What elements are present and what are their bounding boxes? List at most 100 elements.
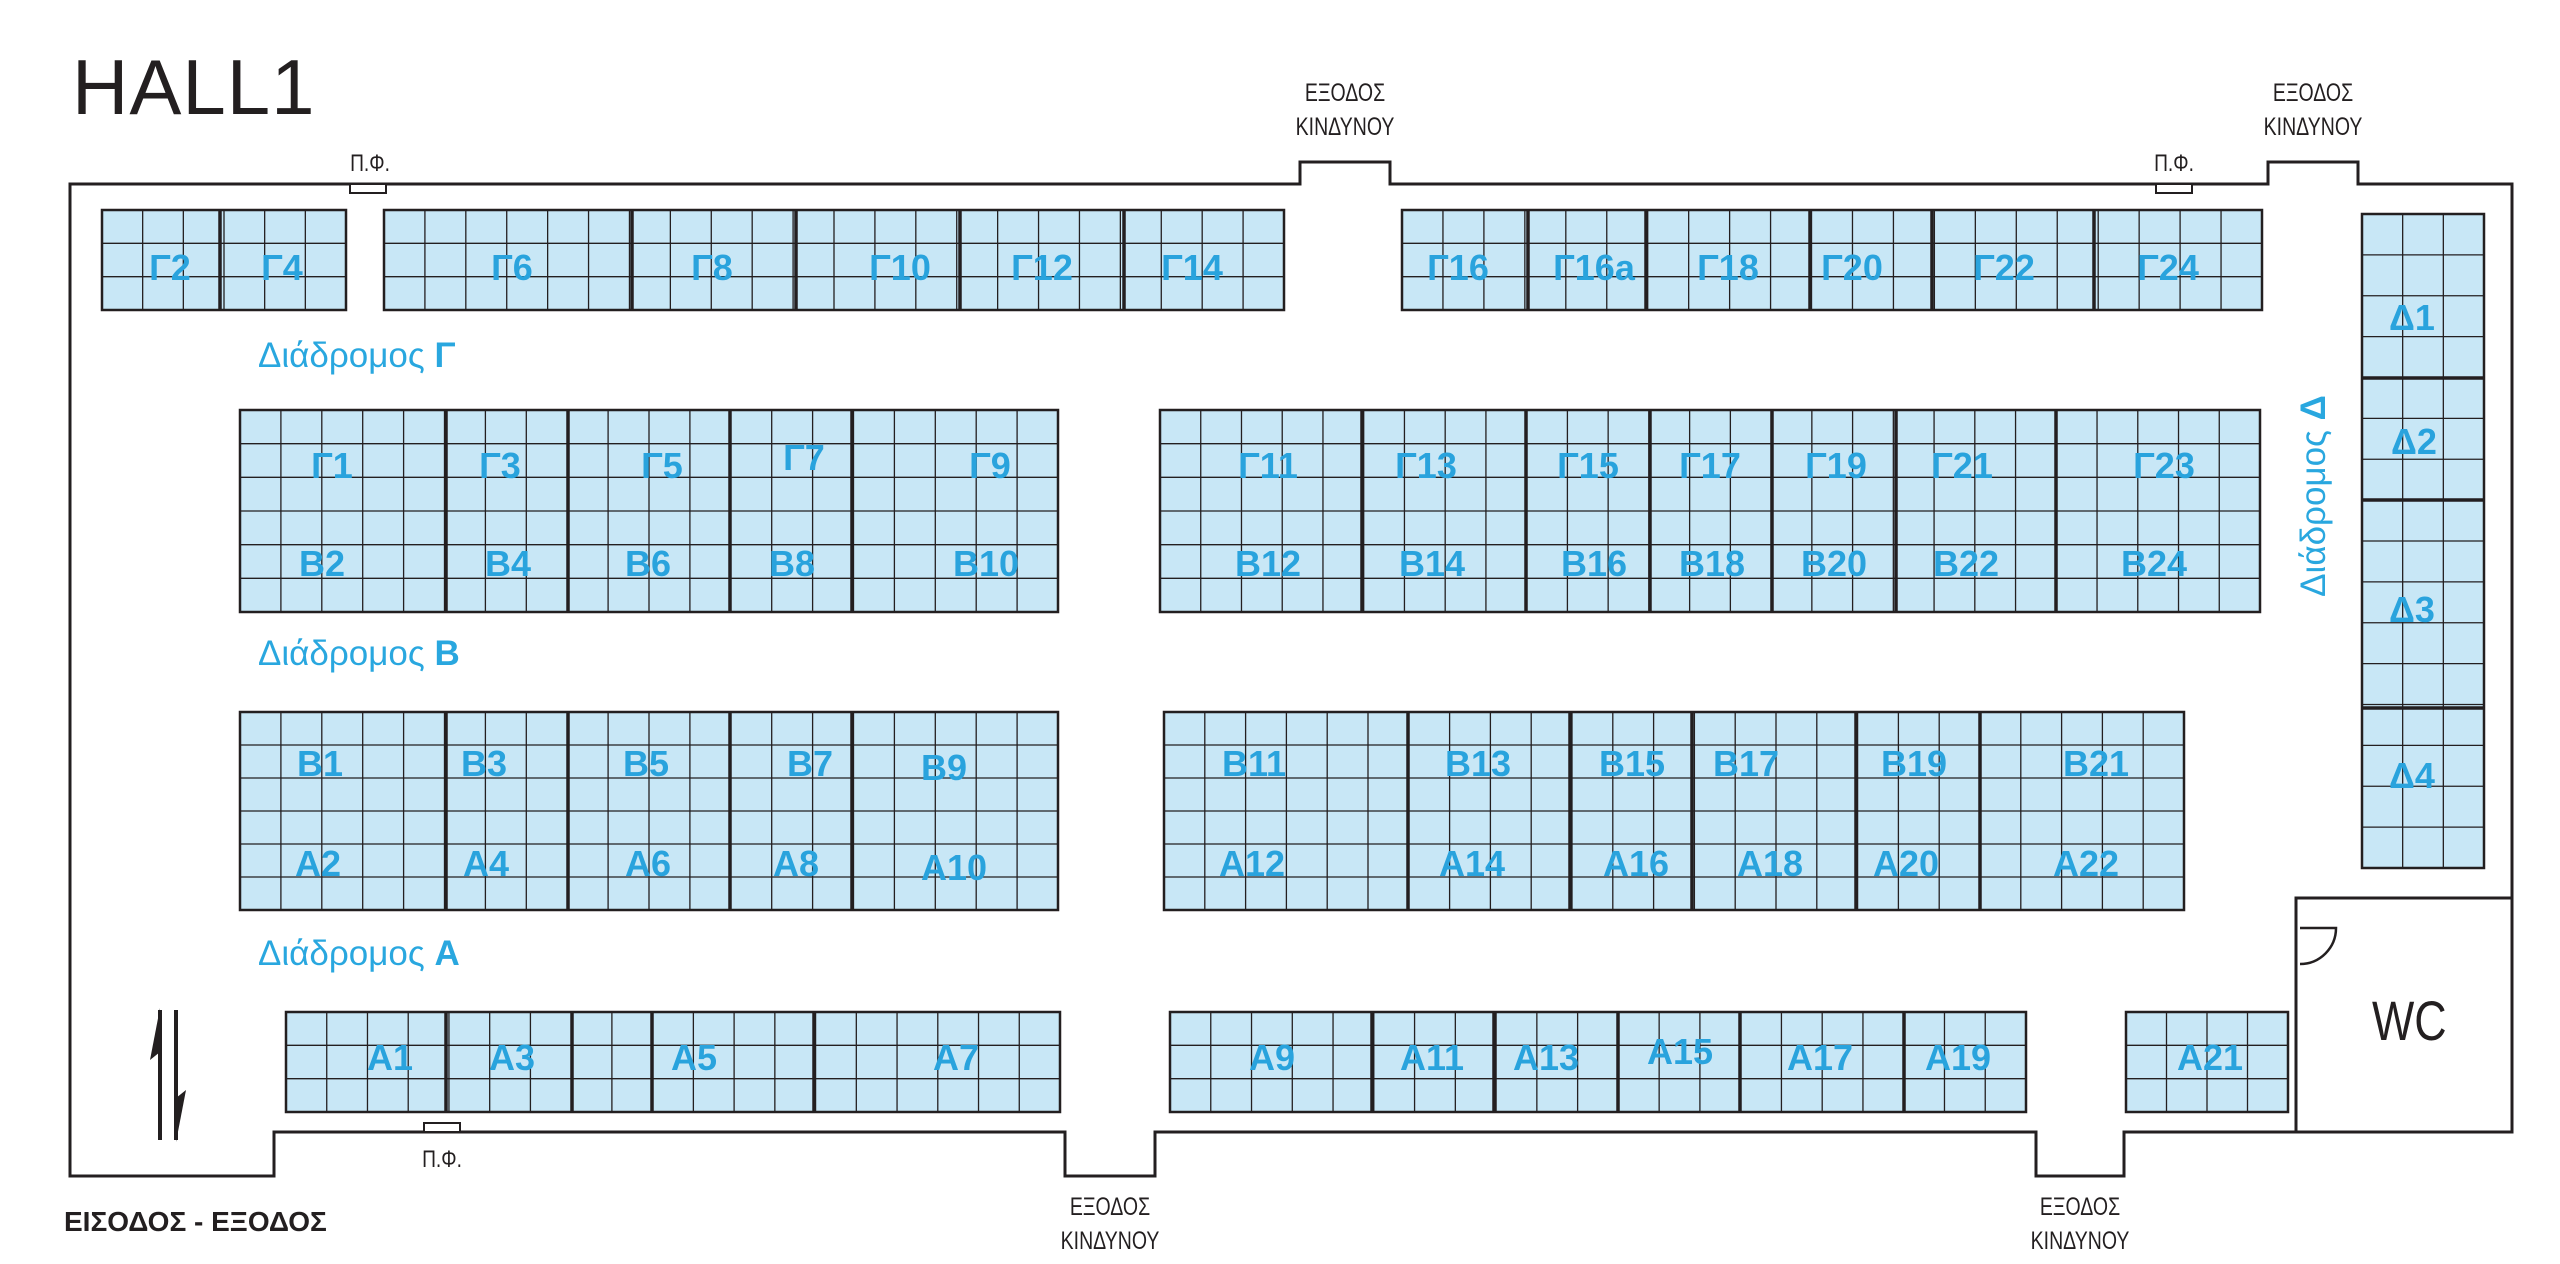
booth-label[interactable]: B22 bbox=[1932, 543, 2000, 584]
booth-label[interactable]: Γ23 bbox=[2133, 445, 2195, 486]
fire-extinguisher-label: Π.Φ. bbox=[2154, 150, 2194, 177]
booth-label[interactable]: Γ2 bbox=[149, 247, 191, 288]
booth-label[interactable]: Γ12 bbox=[1011, 247, 1073, 288]
corridor-label-d: Διάδρομος Δ bbox=[2294, 395, 2333, 597]
booth-label[interactable]: Γ11 bbox=[1238, 445, 1298, 486]
booth-label[interactable]: B1 bbox=[296, 743, 344, 784]
booth-label[interactable]: B16 bbox=[1560, 543, 1628, 584]
booth-label[interactable]: B3 bbox=[460, 743, 508, 784]
booth-label[interactable]: B11 bbox=[1221, 743, 1287, 784]
booth-label[interactable]: B14 bbox=[1398, 543, 1466, 584]
booth-label[interactable]: B9 bbox=[920, 747, 968, 788]
entrance-exit-label: ΕΙΣΟΔΟΣ - ΕΞΟΔΟΣ bbox=[64, 1206, 327, 1237]
booth-label[interactable]: B7 bbox=[786, 743, 834, 784]
booth-label[interactable]: B6 bbox=[624, 543, 672, 584]
booth-label[interactable]: B12 bbox=[1234, 543, 1302, 584]
booth-label[interactable]: Δ1 bbox=[2389, 297, 2435, 338]
booth-label[interactable]: Γ4 bbox=[261, 247, 303, 288]
booth-label[interactable]: Δ4 bbox=[2389, 755, 2435, 796]
booth-label[interactable]: A8 bbox=[772, 843, 820, 884]
fire-extinguisher-marker bbox=[349, 183, 387, 194]
booth-label[interactable]: A9 bbox=[1248, 1037, 1296, 1078]
booth-label[interactable]: A12 bbox=[1218, 843, 1286, 884]
booth-blocks bbox=[100, 208, 2486, 1114]
booth-label[interactable]: Γ5 bbox=[641, 445, 683, 486]
booth-label[interactable]: A16 bbox=[1602, 843, 1670, 884]
booth-label[interactable]: Γ3 bbox=[479, 445, 521, 486]
fire-extinguisher-marker bbox=[423, 1122, 461, 1133]
booth-label[interactable]: Γ16a bbox=[1553, 247, 1635, 288]
booth-label[interactable]: A14 bbox=[1438, 843, 1506, 884]
booth-label[interactable]: A11 bbox=[1399, 1037, 1465, 1078]
booth-label[interactable]: Γ10 bbox=[869, 247, 931, 288]
booth-label[interactable]: A4 bbox=[462, 843, 510, 884]
booth-label[interactable]: B2 bbox=[298, 543, 346, 584]
booth-label[interactable]: A19 bbox=[1924, 1037, 1992, 1078]
booth-label[interactable]: A18 bbox=[1736, 843, 1804, 884]
booth-label[interactable]: Γ18 bbox=[1697, 247, 1759, 288]
booth-label[interactable]: A2 bbox=[294, 843, 342, 884]
booth-label[interactable]: B10 bbox=[952, 543, 1020, 584]
booth-label[interactable]: Γ9 bbox=[969, 445, 1011, 486]
booth-label[interactable]: B8 bbox=[768, 543, 816, 584]
hall-outline bbox=[68, 160, 2514, 1178]
booth-label[interactable]: Γ21 bbox=[1931, 445, 1993, 486]
booth-label[interactable]: Γ6 bbox=[491, 247, 533, 288]
booth-label[interactable]: A22 bbox=[2052, 843, 2120, 884]
corridor-label-b: Διάδρομος B bbox=[258, 634, 460, 673]
booth-label[interactable]: A15 bbox=[1646, 1031, 1714, 1072]
booth-label[interactable]: Γ14 bbox=[1161, 247, 1223, 288]
booth-label[interactable]: Γ20 bbox=[1821, 247, 1883, 288]
fire-extinguisher-label: Π.Φ. bbox=[350, 150, 390, 177]
booth-label[interactable]: A10 bbox=[920, 847, 988, 888]
booth-label[interactable]: B21 bbox=[2062, 743, 2130, 784]
booth-label[interactable]: B5 bbox=[622, 743, 670, 784]
booth-label[interactable]: B17 bbox=[1712, 743, 1780, 784]
corridor-label-a: Διάδρομος A bbox=[258, 934, 460, 973]
booth-label[interactable]: A6 bbox=[624, 843, 672, 884]
wc-label: WC bbox=[2372, 989, 2447, 1052]
booth-label[interactable]: B18 bbox=[1678, 543, 1746, 584]
wc-door bbox=[2299, 926, 2338, 966]
fire-extinguisher-label: Π.Φ. bbox=[422, 1146, 462, 1173]
booth-label[interactable]: Δ3 bbox=[2389, 589, 2435, 630]
booth-label[interactable]: Γ17 bbox=[1679, 445, 1741, 486]
booth-label[interactable]: A3 bbox=[488, 1037, 536, 1078]
booth-label[interactable]: A1 bbox=[366, 1037, 414, 1078]
wc-room bbox=[2294, 896, 2514, 1134]
booth-label[interactable]: Γ1 bbox=[311, 445, 353, 486]
booth-label[interactable]: B20 bbox=[1800, 543, 1868, 584]
booth-label[interactable]: A20 bbox=[1872, 843, 1940, 884]
booth-label[interactable]: B24 bbox=[2120, 543, 2188, 584]
booth-label[interactable]: B4 bbox=[484, 543, 532, 584]
booth-label[interactable]: B19 bbox=[1880, 743, 1948, 784]
booth-label[interactable]: A21 bbox=[2176, 1037, 2244, 1078]
booth-label[interactable]: Γ13 bbox=[1395, 445, 1457, 486]
booth-label[interactable]: A13 bbox=[1512, 1037, 1580, 1078]
booth-label[interactable]: B15 bbox=[1598, 743, 1666, 784]
booth-block bbox=[1400, 208, 2264, 312]
booth-label[interactable]: A7 bbox=[932, 1037, 980, 1078]
corridor-label-g: Διάδρομος Γ bbox=[258, 336, 456, 375]
booth-label[interactable]: Γ16 bbox=[1427, 247, 1489, 288]
booth-label[interactable]: A5 bbox=[670, 1037, 718, 1078]
booth-block bbox=[284, 1010, 1062, 1114]
booth-label[interactable]: B13 bbox=[1444, 743, 1512, 784]
hall-title: HALL1 bbox=[72, 43, 316, 131]
booth-label[interactable]: Γ15 bbox=[1557, 445, 1619, 486]
stairs-arrows-icon bbox=[150, 1008, 186, 1142]
booth-label[interactable]: Γ24 bbox=[2137, 247, 2199, 288]
booth-label[interactable]: Γ8 bbox=[691, 247, 733, 288]
booth-label[interactable]: A17 bbox=[1786, 1037, 1854, 1078]
booth-label[interactable]: Δ2 bbox=[2391, 421, 2437, 462]
booth-label[interactable]: Γ19 bbox=[1805, 445, 1867, 486]
fire-extinguisher-marker bbox=[2155, 183, 2193, 194]
booth-label[interactable]: Γ7 bbox=[783, 437, 825, 478]
booth-label[interactable]: Γ22 bbox=[1973, 247, 2035, 288]
